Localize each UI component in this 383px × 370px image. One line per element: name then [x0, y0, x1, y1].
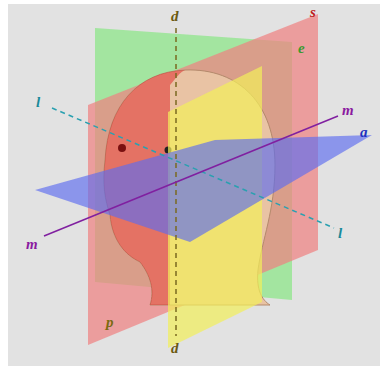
axis-label: d [171, 8, 179, 24]
axis-label: m [342, 102, 354, 118]
axis-label: m [26, 236, 38, 252]
axis-label: s [310, 4, 316, 20]
axis-label: d [171, 340, 179, 356]
axis-label: a [360, 124, 368, 140]
axis-label: e [298, 40, 305, 56]
axis-label: p [106, 314, 114, 330]
axis-label: l [36, 94, 40, 110]
axis-label: l [338, 225, 342, 241]
